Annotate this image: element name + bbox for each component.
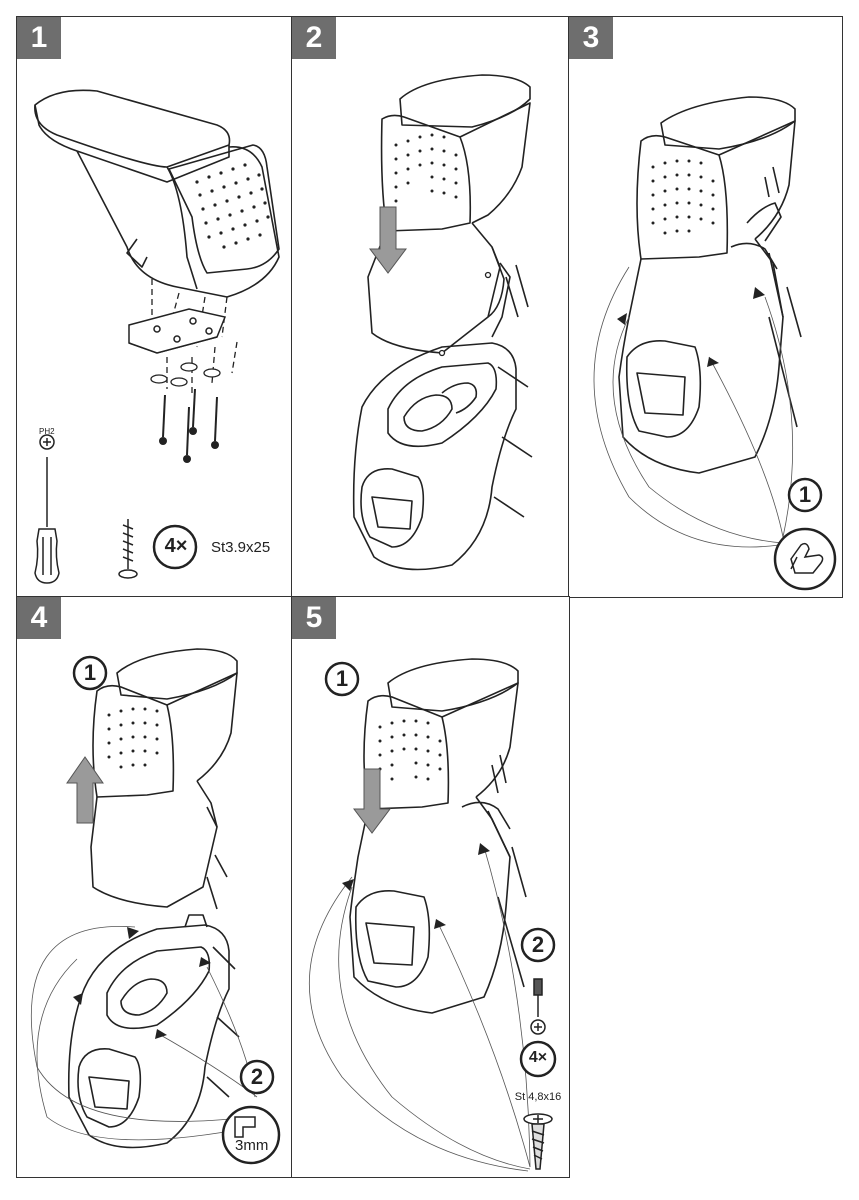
callout-circle — [239, 1059, 275, 1095]
step-number-badge: 3 — [569, 17, 613, 59]
screwdriver-bit-icon — [530, 978, 546, 1035]
callout-2-label: 2 — [250, 1064, 264, 1089]
guide-curves — [593, 266, 794, 548]
arrowheads — [342, 843, 490, 929]
step-number-badge: 4 — [17, 597, 61, 639]
callout-1-label: 1 — [83, 660, 97, 685]
step-number-badge: 5 — [292, 597, 336, 639]
down-arrow-icon — [353, 768, 391, 834]
arrowheads — [617, 287, 765, 367]
drill-icon — [221, 1105, 281, 1165]
guide-curves — [30, 925, 258, 1141]
armrest-attach-drawing — [593, 96, 837, 591]
perforation-dots — [195, 163, 270, 249]
quantity-circle — [519, 1040, 557, 1078]
arrowheads — [73, 927, 211, 1039]
callout-circle — [72, 655, 108, 691]
step-2-panel: 2 — [291, 16, 570, 598]
screw-count-label: 4× — [528, 1049, 548, 1066]
drill-size-label: 3mm — [235, 1137, 269, 1154]
screws — [162, 388, 218, 456]
mounting-plate — [128, 308, 227, 354]
screw-spec-label: St3.9x25 — [211, 539, 271, 556]
callout-1-label: 1 — [798, 482, 812, 507]
screw-spec-label: St 4,8x16 — [514, 1091, 562, 1103]
armrest-console-drawing — [30, 648, 281, 1165]
step-4-panel: 4 — [16, 596, 293, 1178]
guide-curves — [309, 846, 531, 1172]
step-5-panel: 5 — [291, 596, 570, 1178]
screw-count-label: 4× — [164, 535, 188, 557]
self-tapping-screw-icon — [523, 1113, 553, 1170]
step-1-panel: 1 — [16, 16, 293, 598]
hand-press-icon — [773, 527, 837, 591]
washers — [150, 362, 221, 387]
callout-1-label: 1 — [335, 666, 349, 691]
quantity-circle — [152, 524, 198, 570]
screwdriver-icon — [34, 434, 60, 584]
bit-size-label: PH2 — [39, 427, 55, 436]
armrest-mounting-plate-drawing — [34, 89, 280, 584]
step-3-panel: 3 — [568, 16, 843, 598]
screw-icon — [118, 519, 138, 579]
step-number-badge: 2 — [292, 17, 336, 59]
step-number-badge: 1 — [17, 17, 61, 59]
callout-circle — [324, 661, 360, 697]
up-arrow-icon — [66, 756, 104, 824]
callout-circle — [520, 927, 556, 963]
armrest-fastening-drawing — [309, 658, 557, 1172]
callout-circle — [787, 477, 823, 513]
armrest-placement-drawing — [352, 74, 533, 571]
down-arrow-icon — [369, 206, 407, 274]
callout-2-label: 2 — [531, 932, 545, 957]
